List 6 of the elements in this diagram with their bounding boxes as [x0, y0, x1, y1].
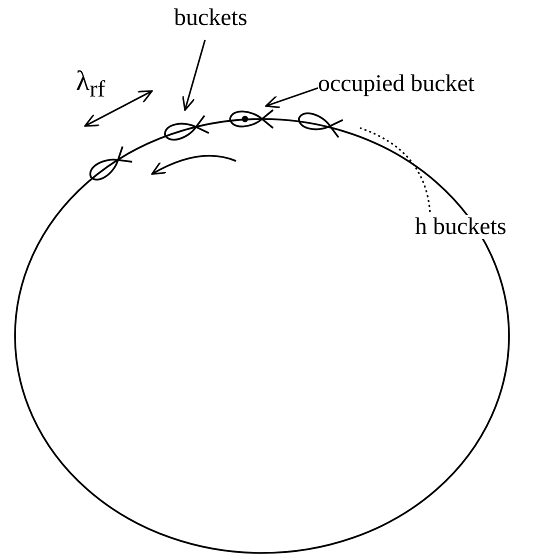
- arrow: [265, 87, 318, 108]
- leader-line: [360, 127, 431, 212]
- callout-label: occupied bucket: [318, 72, 475, 96]
- wavelength-label: λ$_{rf}$: [76, 68, 106, 102]
- callout-label: h buckets: [415, 215, 506, 239]
- arrow: [182, 40, 206, 111]
